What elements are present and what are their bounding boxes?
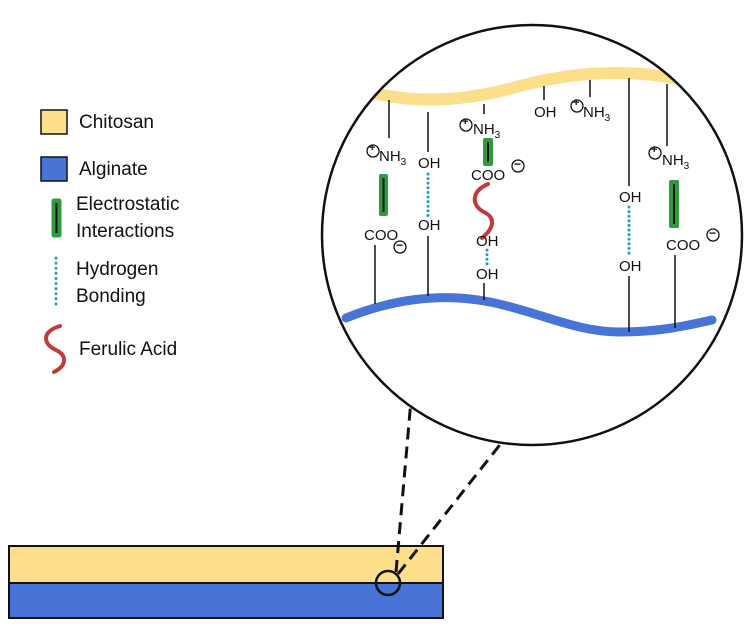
charge-plus: + (462, 116, 469, 128)
amine-group: NH3 (473, 121, 501, 141)
charge-plus: + (651, 144, 658, 156)
hydroxyl-group: OH (476, 266, 499, 283)
carboxylate-group: COO (666, 237, 701, 254)
hydroxyl-group: OH (619, 189, 642, 206)
hydroxyl-group: OH (476, 233, 499, 250)
chitosan-legend-icon (40, 109, 68, 135)
chitosan-layer (8, 545, 444, 584)
legend-chitosan-label: Chitosan (79, 112, 154, 133)
amine-group: NH3 (583, 104, 611, 124)
hydroxyl-group: OH (418, 217, 441, 234)
hydroxyl-group: OH (418, 155, 441, 172)
hydroxyl-group: OH (619, 258, 642, 275)
charge-minus: − (514, 157, 522, 171)
amine-group: NH3 (379, 148, 407, 168)
alginate-legend-icon (40, 156, 68, 182)
legend-alginate-label: Alginate (79, 159, 148, 180)
ferulic-acid-legend-icon (44, 324, 66, 374)
magnified-view (322, 25, 742, 445)
charge-minus: − (396, 238, 404, 252)
electrostatic-interactions (379, 138, 679, 228)
legend-hydrogen-line2: Bonding (76, 286, 146, 307)
charge-plus: + (369, 142, 376, 154)
zoom-line-right (396, 431, 512, 575)
legend-electrostatic-line2: Interactions (76, 221, 175, 242)
ferulic-acid-strand (472, 182, 494, 240)
charge-minus: − (709, 226, 717, 240)
legend-ferulic-label: Ferulic Acid (79, 339, 178, 360)
chitosan-strand (364, 67, 706, 106)
alginate-strand (341, 293, 717, 337)
zoom-origin-circle (374, 569, 402, 597)
carboxylate-group: COO (364, 227, 399, 244)
hydrogen-bonds (426, 172, 631, 266)
legend-hydrogen-line1: Hydrogen (76, 259, 159, 280)
charge-plus: + (573, 97, 580, 109)
amine-group: NH3 (662, 152, 690, 172)
carboxylate-group: COO (471, 167, 506, 184)
legend-electrostatic-line1: Electrostatic (76, 194, 180, 215)
zoom-line-left (394, 399, 413, 573)
hydroxyl-group: OH (534, 104, 557, 121)
alginate-layer (8, 582, 444, 619)
